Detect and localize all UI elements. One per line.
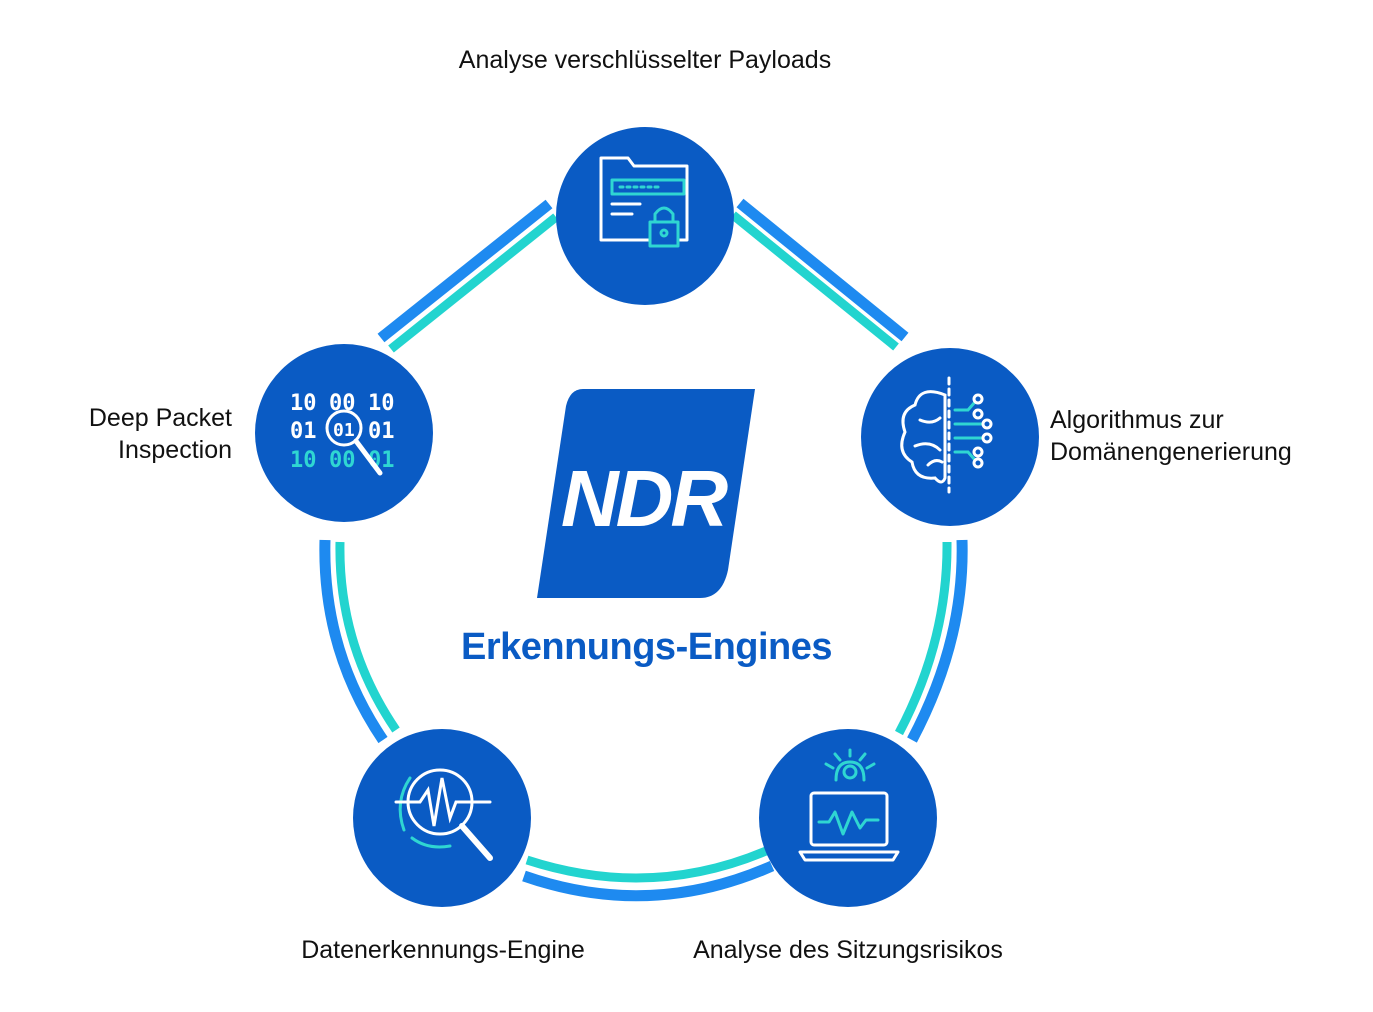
encrypted-folder-icon bbox=[599, 156, 689, 248]
brain-circuit-icon bbox=[900, 376, 993, 494]
svg-text:01: 01 bbox=[368, 419, 395, 444]
svg-text:10: 10 bbox=[290, 448, 317, 473]
label-line: Analyse des Sitzungsrisikos bbox=[693, 936, 1003, 964]
node-deep-packet: 10 00 10 01 01 10 00 01 01 bbox=[255, 344, 433, 522]
label-encrypted-payload: Analyse verschlüsselter Payloads bbox=[424, 44, 866, 76]
label-data-detection: Datenerkennungs-Engine bbox=[272, 934, 614, 966]
ndr-badge: NDR bbox=[537, 389, 755, 598]
svg-text:00: 00 bbox=[329, 448, 356, 473]
label-deep-packet: Deep Packet Inspection bbox=[40, 402, 232, 466]
label-line: Algorithmus zur bbox=[1050, 406, 1224, 434]
signal-magnifier-icon bbox=[394, 768, 493, 861]
label-line: Analyse verschlüsselter Payloads bbox=[458, 46, 832, 74]
connector-ring bbox=[319, 198, 968, 902]
node-encrypted-payload bbox=[556, 127, 734, 305]
node-data-detection bbox=[353, 729, 531, 907]
center-title: Erkennungs-Engines bbox=[460, 626, 833, 668]
label-line: Datenerkennungs-Engine bbox=[301, 936, 585, 964]
label-domain-generation: Algorithmus zur Domänengenerierung bbox=[1050, 404, 1292, 468]
ring-segment-dga-session bbox=[895, 539, 968, 743]
ring-segment-payload-dga bbox=[730, 198, 909, 351]
binary-magnifier-icon: 10 00 10 01 01 10 00 01 01 bbox=[290, 391, 395, 476]
badge-text: NDR bbox=[561, 454, 729, 543]
svg-text:01: 01 bbox=[290, 419, 317, 444]
label-line: Inspection bbox=[118, 436, 232, 464]
ring-segment-session-data bbox=[522, 846, 775, 902]
node-domain-generation bbox=[861, 348, 1039, 526]
svg-text:10: 10 bbox=[368, 391, 395, 416]
label-line: Domänengenerierung bbox=[1050, 438, 1292, 466]
laptop-gear-icon bbox=[798, 748, 900, 862]
svg-text:10: 10 bbox=[290, 391, 317, 416]
ring-segment-data-dpi bbox=[319, 539, 400, 744]
label-session-risk: Analyse des Sitzungsrisikos bbox=[668, 934, 1028, 966]
ring-segment-dpi-payload bbox=[377, 199, 559, 353]
label-line: Deep Packet bbox=[88, 404, 232, 432]
svg-text:01: 01 bbox=[333, 420, 355, 441]
node-session-risk bbox=[759, 729, 937, 907]
